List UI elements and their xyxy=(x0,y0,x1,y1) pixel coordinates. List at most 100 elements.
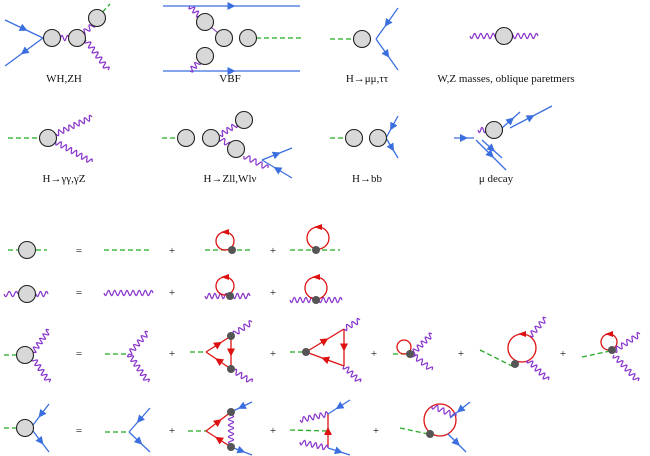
fermion-line xyxy=(501,111,521,129)
blob-vertex xyxy=(195,12,215,32)
loop-arrow xyxy=(518,331,526,337)
plus-sign: + xyxy=(270,287,276,299)
fermion-line xyxy=(305,328,345,353)
fermion-line xyxy=(128,431,151,453)
fermion-line xyxy=(481,139,503,159)
boson-line xyxy=(227,411,235,448)
scalar-line xyxy=(289,429,329,432)
blob-vertex xyxy=(15,345,35,365)
boson-line xyxy=(431,404,457,418)
boson-line xyxy=(84,39,110,71)
fermion-line xyxy=(327,446,351,456)
counterterm-dot xyxy=(227,365,235,373)
loop-circle xyxy=(507,333,537,363)
fermion-line xyxy=(205,430,232,448)
label-wz-masses: W,Z masses, oblique paretmers xyxy=(437,73,574,85)
plus-sign: + xyxy=(169,287,175,299)
label-vbf: VBF xyxy=(219,73,240,85)
counterterm-dot xyxy=(302,348,310,356)
blob-vertex xyxy=(352,29,372,49)
loop-circle xyxy=(396,339,412,355)
diagram-lines xyxy=(3,2,641,456)
fermion-line xyxy=(305,351,345,367)
blob-vertex xyxy=(15,418,35,438)
plus-sign: + xyxy=(560,348,566,360)
loop-circle xyxy=(304,276,328,300)
blob-vertex xyxy=(226,139,246,159)
plus-sign: + xyxy=(270,245,276,257)
fermion-line xyxy=(32,403,50,426)
counterterm-dot xyxy=(608,346,616,354)
fermion-line xyxy=(261,147,293,161)
boson-line xyxy=(55,114,93,137)
plus-sign: + xyxy=(270,425,276,437)
boson-line xyxy=(103,289,154,297)
fermion-line xyxy=(447,433,467,453)
boson-line xyxy=(126,353,151,383)
blob-vertex xyxy=(238,28,258,48)
fermion-line xyxy=(385,137,399,159)
boson-line xyxy=(55,141,93,163)
fermion-line xyxy=(509,105,553,129)
equals-sign: = xyxy=(76,348,82,360)
label-h-zll: H→Zll,Wlν xyxy=(204,173,257,185)
boson-line xyxy=(299,411,329,423)
boson-line xyxy=(230,368,253,383)
fermion-line xyxy=(475,139,507,171)
blob-vertex xyxy=(214,28,234,48)
loop-arrow xyxy=(221,274,229,280)
boson-line xyxy=(30,357,52,383)
boson-line xyxy=(343,317,361,332)
scalar-line xyxy=(479,349,513,367)
scalar-line xyxy=(399,427,429,435)
blob-vertex xyxy=(201,128,221,148)
counterterm-dot xyxy=(406,350,414,358)
blob-vertex xyxy=(38,128,58,148)
blob-vertex xyxy=(17,284,37,304)
boson-line xyxy=(299,439,329,451)
plus-sign: + xyxy=(371,348,377,360)
blob-vertex xyxy=(234,110,254,130)
fermion-line xyxy=(375,7,399,40)
plus-sign: + xyxy=(373,425,379,437)
loop-circle xyxy=(423,403,457,437)
loop-arrow xyxy=(605,331,613,337)
blob-vertex xyxy=(484,120,504,140)
boson-line xyxy=(612,354,640,382)
counterterm-dot xyxy=(426,430,434,438)
plus-sign: + xyxy=(270,348,276,360)
fermion-line xyxy=(32,430,50,453)
boson-line xyxy=(243,155,269,169)
blob-vertex xyxy=(195,46,215,66)
plus-sign: + xyxy=(169,245,175,257)
fermion-line xyxy=(205,351,232,370)
loop-arrow xyxy=(314,224,322,230)
diagram-blobs xyxy=(15,8,616,451)
blob-vertex xyxy=(67,28,87,48)
equals-sign: = xyxy=(76,287,82,299)
blob-vertex xyxy=(494,26,514,46)
counterterm-dot xyxy=(227,408,235,416)
fermion-line xyxy=(205,411,232,432)
boson-line xyxy=(128,330,149,356)
boson-line xyxy=(410,353,434,371)
label-mu-decay: μ decay xyxy=(479,173,514,185)
counterterm-dot xyxy=(227,443,235,451)
plus-sign: + xyxy=(169,425,175,437)
blob-vertex xyxy=(344,128,364,148)
fermion-line xyxy=(205,335,232,353)
fermion-line xyxy=(375,38,399,71)
equals-sign: = xyxy=(76,245,82,257)
plus-sign: + xyxy=(169,348,175,360)
fermion-line xyxy=(327,399,351,415)
boson-line xyxy=(230,319,253,339)
boson-line xyxy=(3,290,19,298)
boson-line xyxy=(613,331,641,354)
label-h-mumu: H→μμ,ττ xyxy=(346,73,389,85)
boson-line xyxy=(526,359,550,381)
loop-arrow xyxy=(221,229,229,235)
counterterm-dot xyxy=(226,292,234,300)
loop-arrow xyxy=(312,274,320,280)
plus-sign: + xyxy=(458,348,464,360)
